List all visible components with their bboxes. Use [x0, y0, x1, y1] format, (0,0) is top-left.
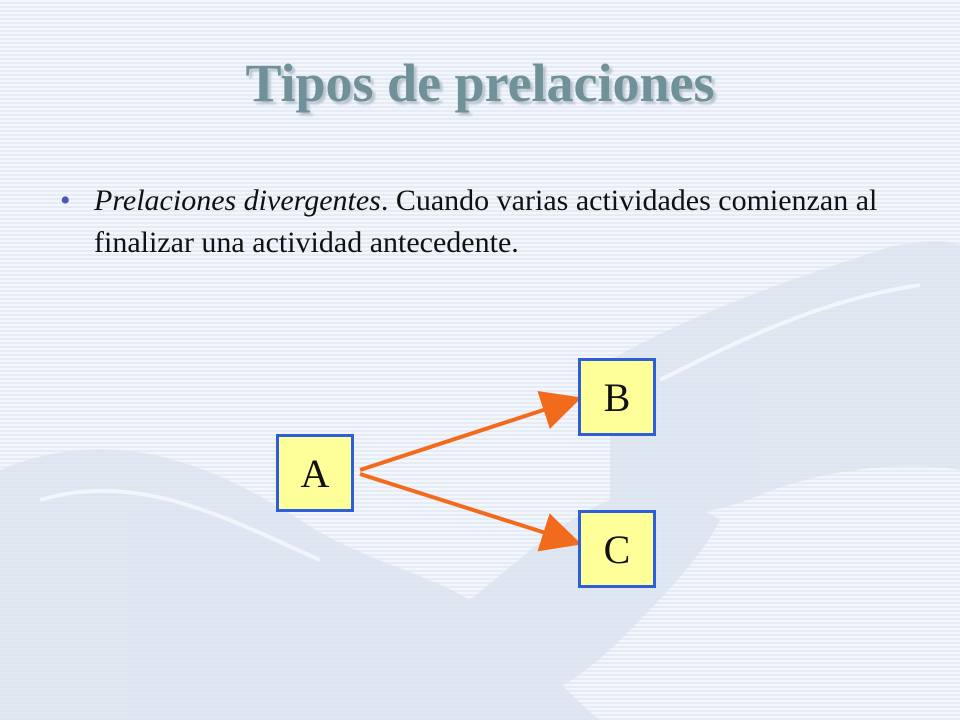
arrow-a-to-b: [359, 390, 582, 472]
activity-node-b: B: [578, 358, 656, 436]
bullet-text-block: Prelaciones divergentes. Cuando varias a…: [94, 180, 920, 264]
bullet-marker: •: [60, 184, 71, 217]
bullet-term: Prelaciones divergentes: [94, 184, 381, 217]
activity-node-a: A: [276, 434, 354, 512]
arrow-a-to-c: [359, 472, 582, 552]
bullet-item: • Prelaciones divergentes. Cuando varias…: [60, 180, 920, 264]
slide-title: Tipos de prelaciones: [245, 53, 715, 113]
activity-node-c: C: [578, 510, 656, 588]
bullet-description: . Cuando varias actividades comienzan al…: [94, 184, 878, 259]
